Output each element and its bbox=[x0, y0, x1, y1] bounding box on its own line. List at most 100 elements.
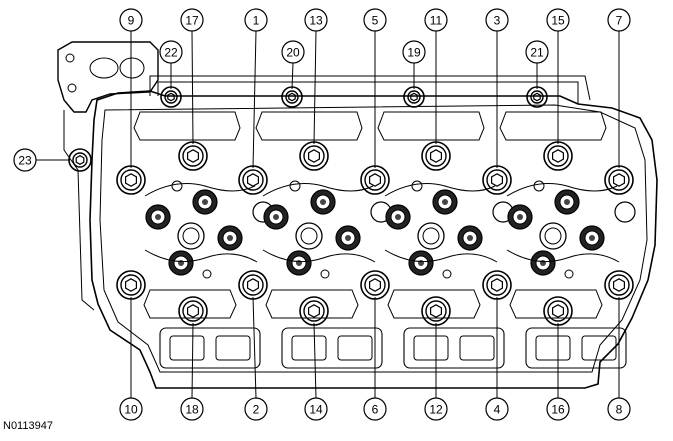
callout-3-label: 3 bbox=[494, 14, 501, 28]
callout-4-circle bbox=[485, 397, 509, 421]
side-edge bbox=[63, 110, 95, 311]
small-bolt-washer bbox=[403, 86, 425, 108]
head-bolt-lower-mid-socket bbox=[430, 304, 442, 318]
glow-plug-bore bbox=[614, 201, 636, 223]
callout-leader-14 bbox=[313, 322, 317, 399]
callout-21-label: 21 bbox=[530, 46, 544, 60]
head-bolt-upper-mid-head bbox=[303, 145, 325, 167]
callout-12-label: 12 bbox=[429, 403, 443, 417]
valve-stem bbox=[517, 214, 523, 220]
callout-18-label: 18 bbox=[185, 403, 199, 417]
callout-13-circle bbox=[304, 8, 328, 32]
port-opening bbox=[169, 335, 205, 361]
small-bolt-head bbox=[407, 90, 421, 104]
callout-22-circle bbox=[159, 40, 183, 64]
cam-saddle bbox=[255, 111, 363, 141]
callout-14: 14 bbox=[304, 397, 328, 421]
callout-2-label: 2 bbox=[253, 403, 260, 417]
head-bolt-lower-head bbox=[364, 274, 386, 296]
callout-17-label: 17 bbox=[185, 14, 199, 28]
callout-2: 2 bbox=[244, 397, 268, 421]
head-bolt-upper-mid-head bbox=[425, 145, 447, 167]
rocker-arm bbox=[384, 183, 496, 197]
callout-17: 17 bbox=[180, 8, 204, 32]
port-box bbox=[525, 327, 627, 369]
flange-port bbox=[119, 57, 145, 79]
callout-8-circle bbox=[607, 397, 631, 421]
small-boss bbox=[202, 269, 212, 279]
callout-14-label: 14 bbox=[309, 403, 323, 417]
head-bolt-lower-mid-head bbox=[425, 300, 447, 322]
head-bolt-lower-socket bbox=[124, 278, 137, 292]
callout-1: 1 bbox=[244, 8, 268, 32]
head-bolt-lower-socket bbox=[369, 278, 381, 292]
rocker-arm bbox=[506, 183, 618, 197]
port-opening bbox=[459, 335, 495, 361]
valve-stem bbox=[564, 199, 570, 205]
callout-22-label: 22 bbox=[164, 46, 178, 60]
small-bolt-socket bbox=[533, 92, 541, 102]
callout-12: 12 bbox=[424, 397, 448, 421]
callout-22: 22 bbox=[159, 40, 183, 64]
callout-1-label: 1 bbox=[253, 14, 260, 28]
head-inner-outline bbox=[99, 104, 648, 373]
callout-20-circle bbox=[281, 40, 305, 64]
injector-bore bbox=[177, 222, 205, 250]
callout-13-label: 13 bbox=[309, 14, 323, 28]
injector-bore bbox=[295, 222, 323, 250]
flange-port bbox=[89, 57, 119, 79]
callout-18-circle bbox=[180, 397, 204, 421]
callout-17-circle bbox=[180, 8, 204, 32]
callout-16-label: 16 bbox=[551, 403, 565, 417]
head-bolt-lower-socket bbox=[491, 278, 503, 292]
lower-saddle bbox=[143, 289, 237, 319]
callout-leader-1 bbox=[252, 30, 257, 169]
injector-bore-inner bbox=[300, 227, 318, 245]
callout-7-label: 7 bbox=[616, 14, 623, 28]
small-boss bbox=[442, 269, 452, 279]
callout-7: 7 bbox=[607, 8, 631, 32]
head-bolt-lower-mid-socket bbox=[551, 304, 565, 318]
valve-stem bbox=[395, 214, 401, 220]
small-bolt-socket bbox=[167, 92, 175, 102]
flange-hole bbox=[67, 83, 77, 93]
head-bolt-lower-mid-head bbox=[547, 300, 569, 322]
callout-15: 15 bbox=[546, 8, 570, 32]
head-bolt-upper-head bbox=[120, 169, 142, 191]
cam-saddle bbox=[133, 111, 241, 141]
head-bolt-lower-head bbox=[486, 274, 508, 296]
front-flange bbox=[57, 41, 159, 113]
side-bolt-head bbox=[72, 152, 88, 168]
callout-19-label: 19 bbox=[407, 46, 421, 60]
callout-14-circle bbox=[304, 397, 328, 421]
callout-21: 21 bbox=[525, 40, 549, 64]
head-bolt-lower-mid-socket bbox=[187, 304, 199, 318]
callout-19: 19 bbox=[402, 40, 426, 64]
callout-6-circle bbox=[363, 397, 387, 421]
small-boss bbox=[411, 180, 423, 192]
callout-7-circle bbox=[607, 8, 631, 32]
rocker-arm bbox=[262, 183, 374, 197]
port-opening bbox=[337, 335, 373, 361]
callout-13: 13 bbox=[304, 8, 328, 32]
side-bolt-socket bbox=[75, 155, 85, 165]
callout-23: 23 bbox=[13, 148, 37, 172]
port-box bbox=[403, 327, 505, 369]
injector-bore-inner bbox=[544, 227, 562, 245]
injector-bore-inner bbox=[182, 227, 200, 245]
head-bolt-upper-socket bbox=[124, 173, 137, 187]
rocker-arm bbox=[144, 183, 256, 197]
callout-9-label: 9 bbox=[128, 14, 135, 28]
small-bolt-socket bbox=[288, 92, 296, 102]
callout-11: 11 bbox=[424, 8, 448, 32]
callout-20-label: 20 bbox=[286, 46, 300, 60]
callout-10-label: 10 bbox=[124, 403, 138, 417]
callout-1-circle bbox=[244, 8, 268, 32]
head-bolt-upper-socket bbox=[491, 173, 503, 187]
callout-12-circle bbox=[424, 397, 448, 421]
callout-9: 9 bbox=[119, 8, 143, 32]
head-top-rail bbox=[157, 81, 579, 104]
callout-9-circle bbox=[119, 8, 143, 32]
valve-stem bbox=[442, 199, 448, 205]
